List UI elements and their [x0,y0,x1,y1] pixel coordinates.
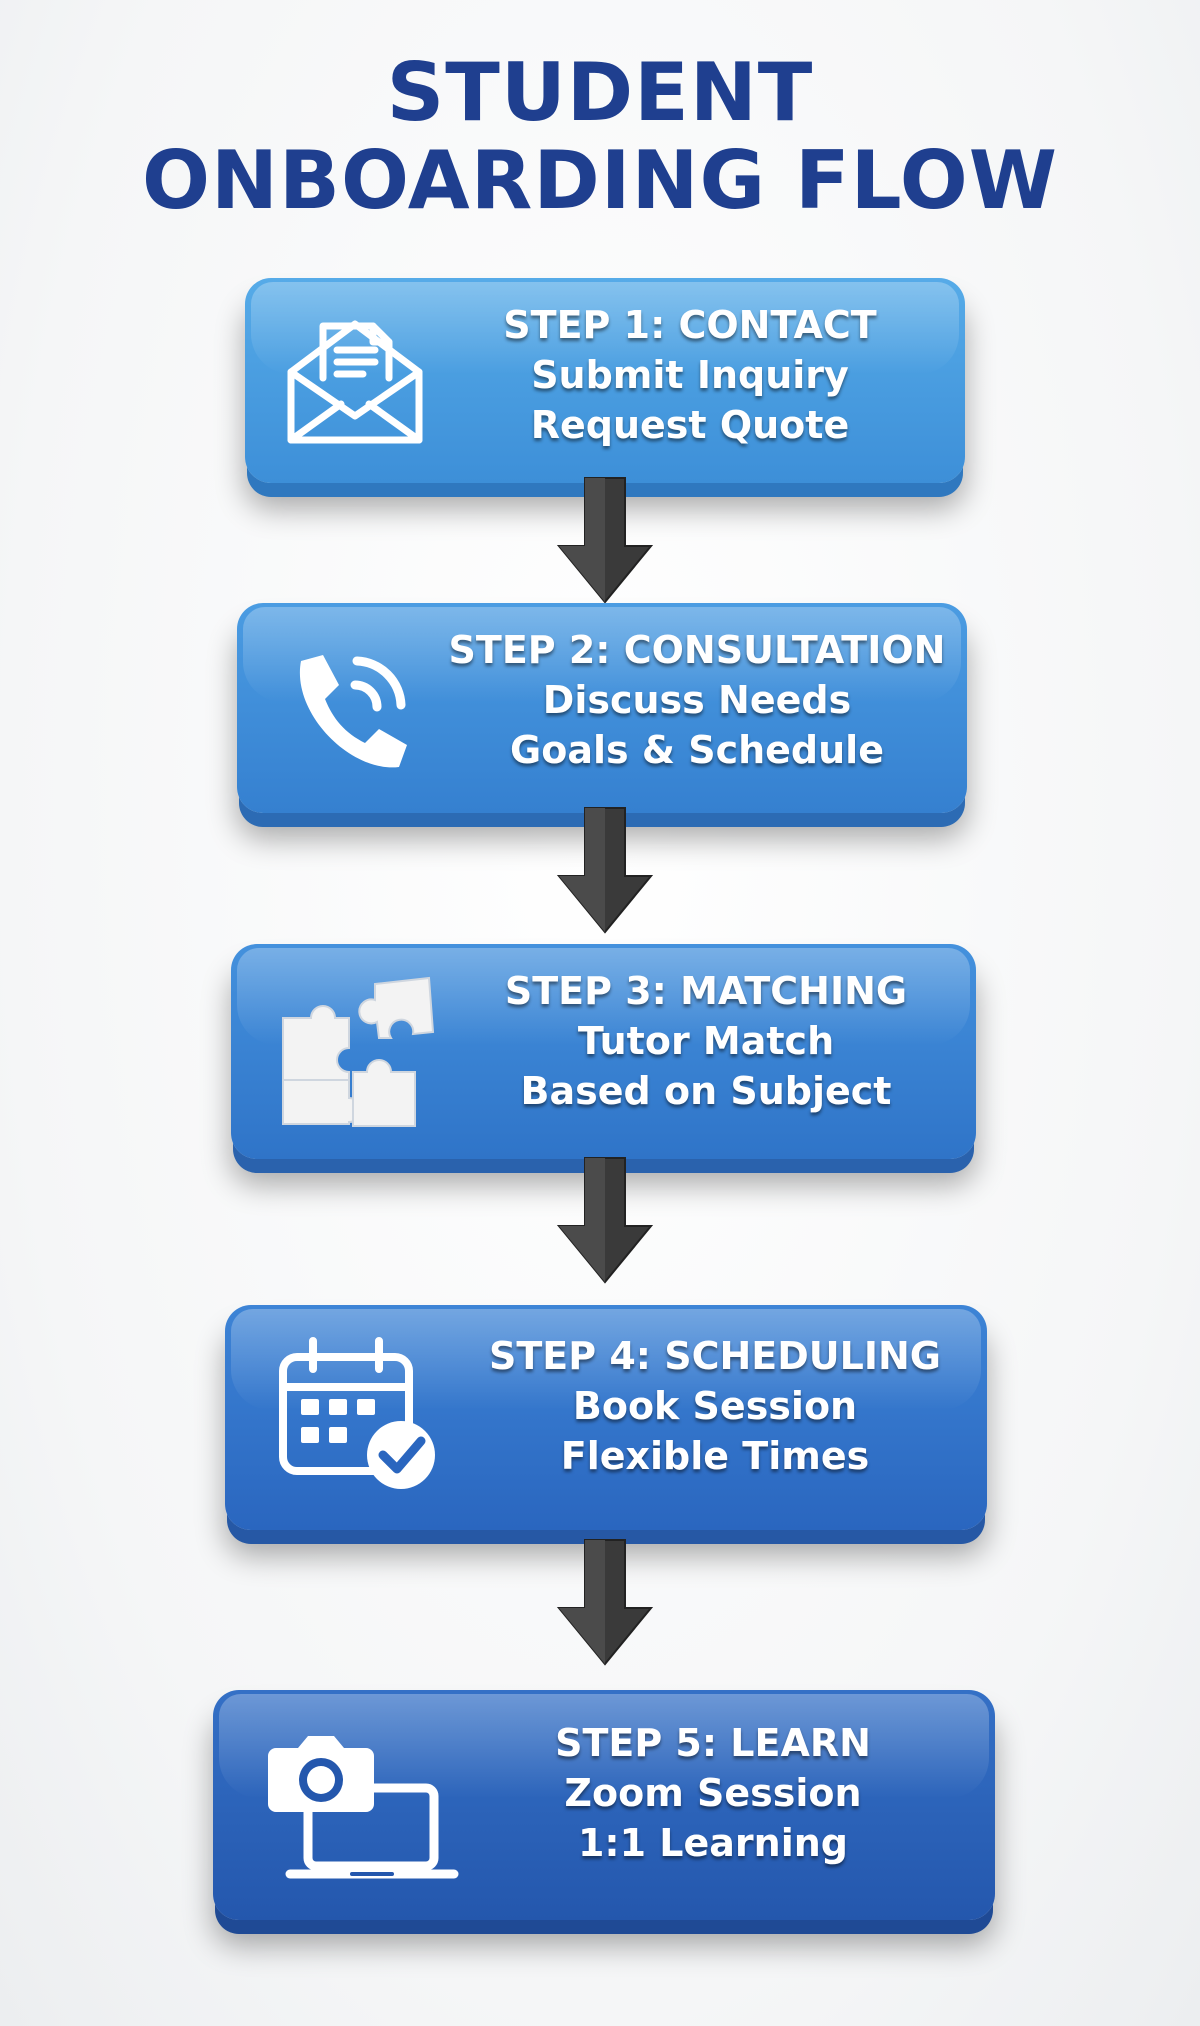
calendar-check-icon [277,1335,447,1495]
step-detail-1: Submit Inquiry [531,353,849,397]
flow-arrow-down [555,1157,655,1288]
page-title-line-2: ONBOARDING FLOW [142,134,1058,227]
step-card-learn: STEP 5: LEARN Zoom Session 1:1 Learning [213,1690,995,1920]
step-detail-1: Zoom Session [564,1771,862,1815]
flow-arrow-down [555,477,655,608]
flow-arrow-down [555,807,655,938]
step-heading: STEP 4: SCHEDULING [489,1334,941,1378]
page-title-line-1: STUDENT [386,46,814,139]
puzzle-icon [279,972,439,1132]
step-detail-2: Request Quote [530,403,850,447]
step-detail-1: Tutor Match [577,1019,835,1063]
step-detail-2: Goals & Schedule [510,728,884,772]
step-detail-2: 1:1 Learning [577,1821,848,1865]
flow-arrow-down [555,1539,655,1670]
step-detail-1: Discuss Needs [542,678,852,722]
step-detail-2: Based on Subject [520,1069,892,1113]
step-card-consultation: STEP 2: CONSULTATION Discuss Needs Goals… [237,603,967,813]
step-card-scheduling: STEP 4: SCHEDULING Book Session Flexible… [225,1305,987,1530]
step-heading: STEP 3: MATCHING [504,969,908,1013]
step-detail-1: Book Session [572,1384,858,1428]
camera-laptop-icon [268,1728,468,1888]
step-heading: STEP 5: LEARN [555,1721,871,1765]
step-card-matching: STEP 3: MATCHING Tutor Match Based on Su… [231,944,976,1159]
step-card-contact: STEP 1: CONTACT Submit Inquiry Request Q… [245,278,965,483]
step-detail-2: Flexible Times [560,1434,870,1478]
envelope-icon [285,316,425,446]
phone-icon [279,641,419,781]
step-heading: STEP 2: CONSULTATION [448,628,946,672]
step-heading: STEP 1: CONTACT [503,303,877,347]
